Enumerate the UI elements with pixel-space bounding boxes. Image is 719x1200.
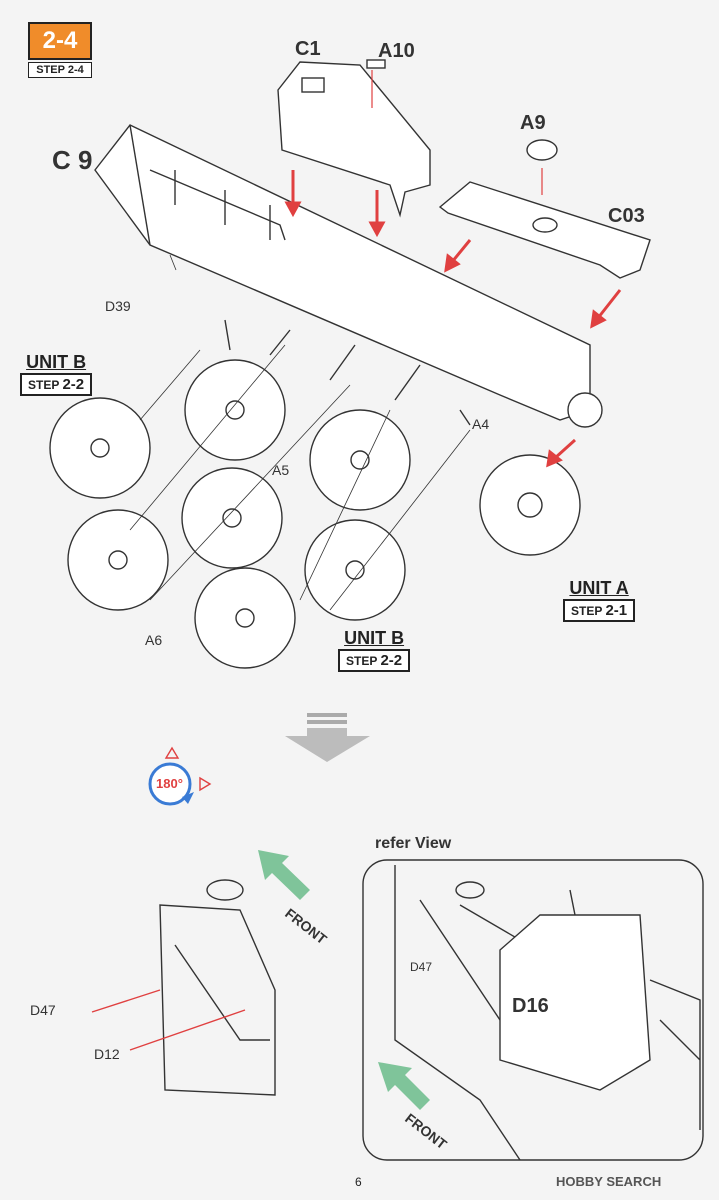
part-c1 <box>277 61 431 218</box>
road-wheels <box>49 359 411 669</box>
unit-b-ref-top: UNIT B STEP 2-2 <box>20 352 93 396</box>
label-a10: A10 <box>378 40 415 62</box>
down-arrow-icon <box>285 713 370 762</box>
step-badge: 2-4 STEP 2-4 <box>28 22 92 78</box>
refer-view-frame <box>362 859 704 1161</box>
label-d47-ref: D47 <box>410 960 433 974</box>
front-arrow-icon <box>258 850 430 1110</box>
label-d16: D16 <box>512 995 549 1017</box>
step-label: STEP 2-4 <box>28 62 92 78</box>
brand-watermark: HOBBY SEARCH <box>556 1174 662 1189</box>
label-d39: D39 <box>105 298 131 314</box>
rotation-label: 180° <box>156 776 183 791</box>
step-number: 2-4 <box>28 22 92 60</box>
unit-a-sprocket <box>479 454 581 556</box>
part-c03 <box>438 181 651 279</box>
label-a6: A6 <box>145 632 163 648</box>
refer-view-title: refer View <box>375 835 452 852</box>
part-a9 <box>526 139 558 161</box>
part-d16 <box>499 914 651 1091</box>
label-a9: A9 <box>520 112 546 134</box>
label-c1: C1 <box>295 38 321 60</box>
rotate-180-icon <box>148 746 212 806</box>
label-c03: C03 <box>608 205 645 227</box>
unit-a-ref: UNIT A STEP 2-1 <box>563 578 636 622</box>
label-a4: A4 <box>472 416 490 432</box>
page-number: 6 <box>355 1175 362 1189</box>
part-a10 <box>366 59 386 69</box>
label-c9: C 9 <box>52 145 93 175</box>
label-a5: A5 <box>272 462 290 478</box>
label-d12: D12 <box>94 1046 120 1062</box>
detail-view-left <box>159 904 276 1096</box>
unit-b-ref-bottom: UNIT B STEP 2-2 <box>338 628 411 672</box>
label-d47: D47 <box>30 1002 56 1018</box>
